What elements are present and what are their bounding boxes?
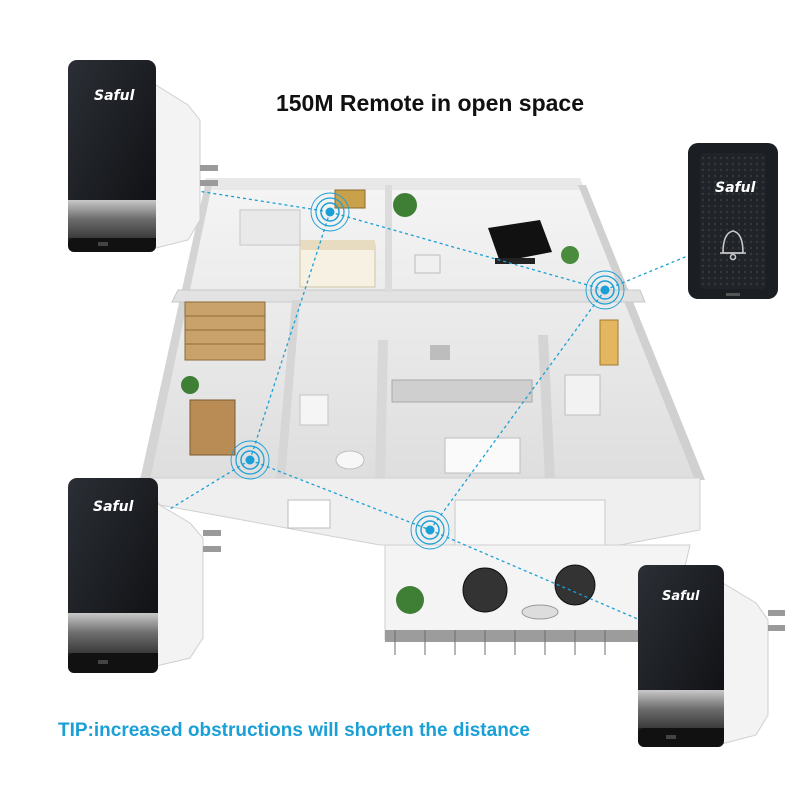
house-floorplan bbox=[139, 178, 705, 655]
doorbell-receiver-icon: Saful bbox=[68, 478, 221, 673]
headline: 150M Remote in open space bbox=[275, 90, 585, 116]
brand-label: Saful bbox=[94, 88, 135, 104]
bell-icon bbox=[720, 230, 746, 261]
brand-label: Saful bbox=[662, 589, 700, 604]
brand-label: Saful bbox=[93, 499, 134, 515]
signal-lines bbox=[159, 184, 691, 621]
brand-label: Saful bbox=[715, 180, 756, 196]
wireless-signal-icon bbox=[230, 192, 625, 550]
tip-text: TIP:increased obstructions will shorten … bbox=[58, 720, 530, 741]
doorbell-receiver-icon: Saful bbox=[68, 60, 218, 252]
doorbell-receiver-icon: Saful bbox=[638, 565, 785, 747]
doorbell-push-button-icon: Saful bbox=[688, 143, 778, 299]
